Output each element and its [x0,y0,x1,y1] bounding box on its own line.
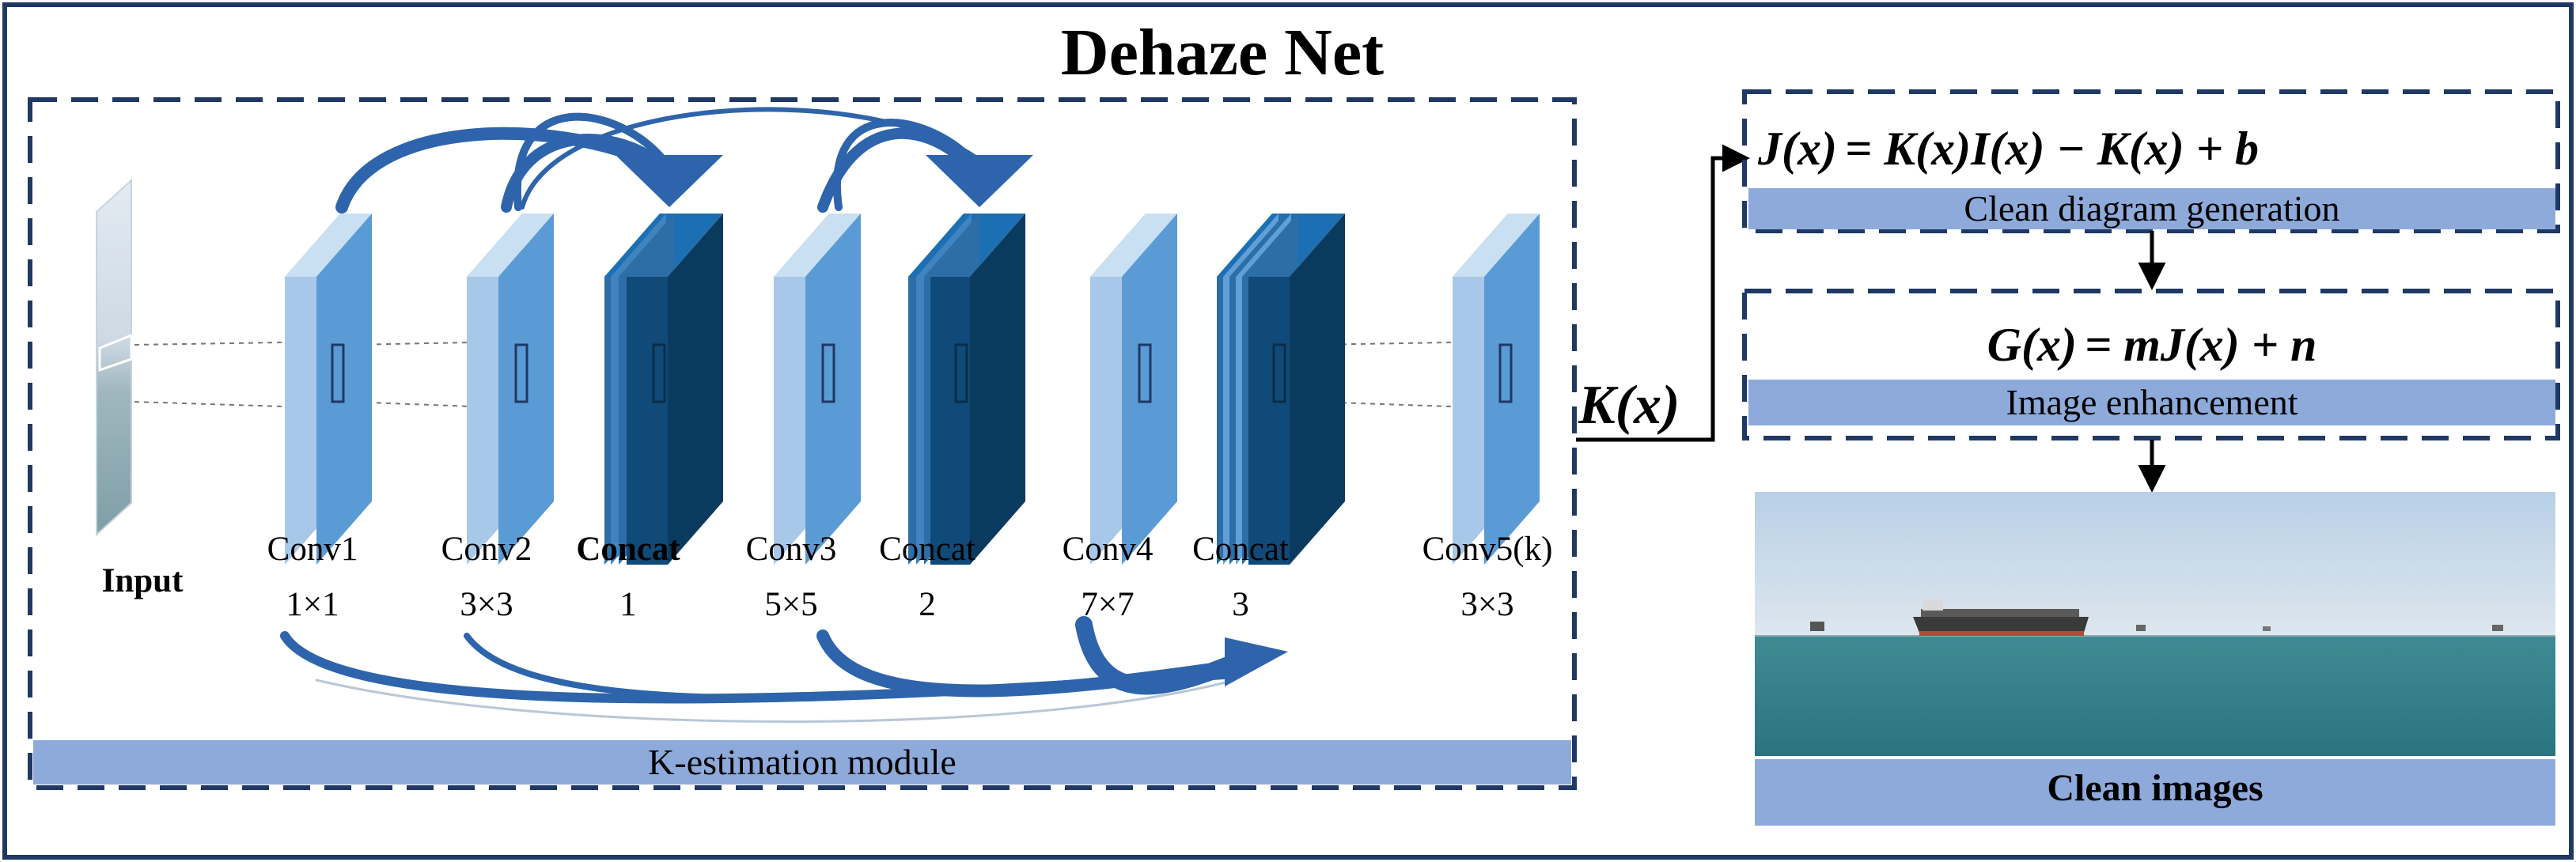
concat3-block [1217,214,1345,565]
layer-label-concat1: Concat [576,531,680,568]
equation1-rhs: = K(x)I(x) − K(x) + b [1845,123,2259,175]
layer-label-concat2: Concat [879,531,975,568]
layer-label-input: Input [102,562,184,599]
arrowhead-concat3 [1225,637,1288,686]
step1-label-bar [1748,188,2555,229]
conv3-block [774,214,861,565]
layer-label-conv5: Conv5(k) [1422,531,1553,568]
clean-output-image: Clean images [1755,492,2555,826]
equation2-lhs: G(x) [1987,319,2077,371]
layer-labels: Input Conv1 1×1 Conv2 3×3 Concat 1 Conv3… [102,531,1553,623]
module-label: K-estimation module [648,742,957,782]
output-label: Clean images [2047,767,2263,809]
layer-label-conv3: Conv3 [746,531,837,568]
concat2-block [908,214,1025,565]
input-image [96,178,133,537]
distant-ship-icon [1810,622,1824,631]
layer-size-concat3: 3 [1232,586,1249,623]
conv1-block [285,214,372,565]
arrowhead-concat2 [926,155,1033,207]
module-label-bar [33,740,1571,784]
step2-label: Image enhancement [2006,382,2298,422]
layer-size-conv4: 7×7 [1081,586,1134,623]
equation2-rhs: = mJ(x) + n [2085,319,2317,371]
ship-icon [1913,599,2089,636]
layer-size-concat1: 1 [619,586,637,623]
arrowhead-concat1 [616,155,723,207]
concat1-block [604,214,723,565]
conv4-block [1090,214,1177,565]
equation1-text: J(x)= K(x)I(x) − K(x) + b [1757,123,2259,175]
output-label-bar [1755,759,2555,826]
equation2-text: G(x)= mJ(x) + n [1987,319,2317,371]
conv5-block [1453,214,1540,565]
layer-size-conv1: 1×1 [286,586,339,623]
k-estimation-module-box [28,97,1577,790]
equation2-box [1742,289,2560,440]
diagram-title: Dehaze Net [1061,16,1384,89]
step2-label-bar [1748,380,2555,425]
layer-label-conv2: Conv2 [441,531,532,568]
layer-size-concat2: 2 [919,586,936,623]
layer-label-concat3: Concat [1192,531,1289,568]
layer-size-conv5: 3×3 [1460,586,1513,623]
k-output-label: K(x) [1578,375,1680,436]
top-skip-arrows [335,107,983,214]
conv2-block [467,214,554,565]
layer-size-conv3: 5×5 [764,586,817,623]
layer-label-conv4: Conv4 [1063,531,1154,568]
bottom-skip-arrows [280,616,1243,723]
layer-label-conv1: Conv1 [267,531,358,568]
distant-ship-icon-3 [2263,626,2271,631]
layer-size-conv2: 3×3 [460,586,513,623]
distant-ship-icon-2 [2136,625,2146,631]
equation1-lhs: J(x) [1757,123,1837,175]
k-output-connector [1576,144,1750,442]
distant-ship-icon-4 [2492,625,2503,631]
step1-label: Clean diagram generation [1964,188,2339,229]
